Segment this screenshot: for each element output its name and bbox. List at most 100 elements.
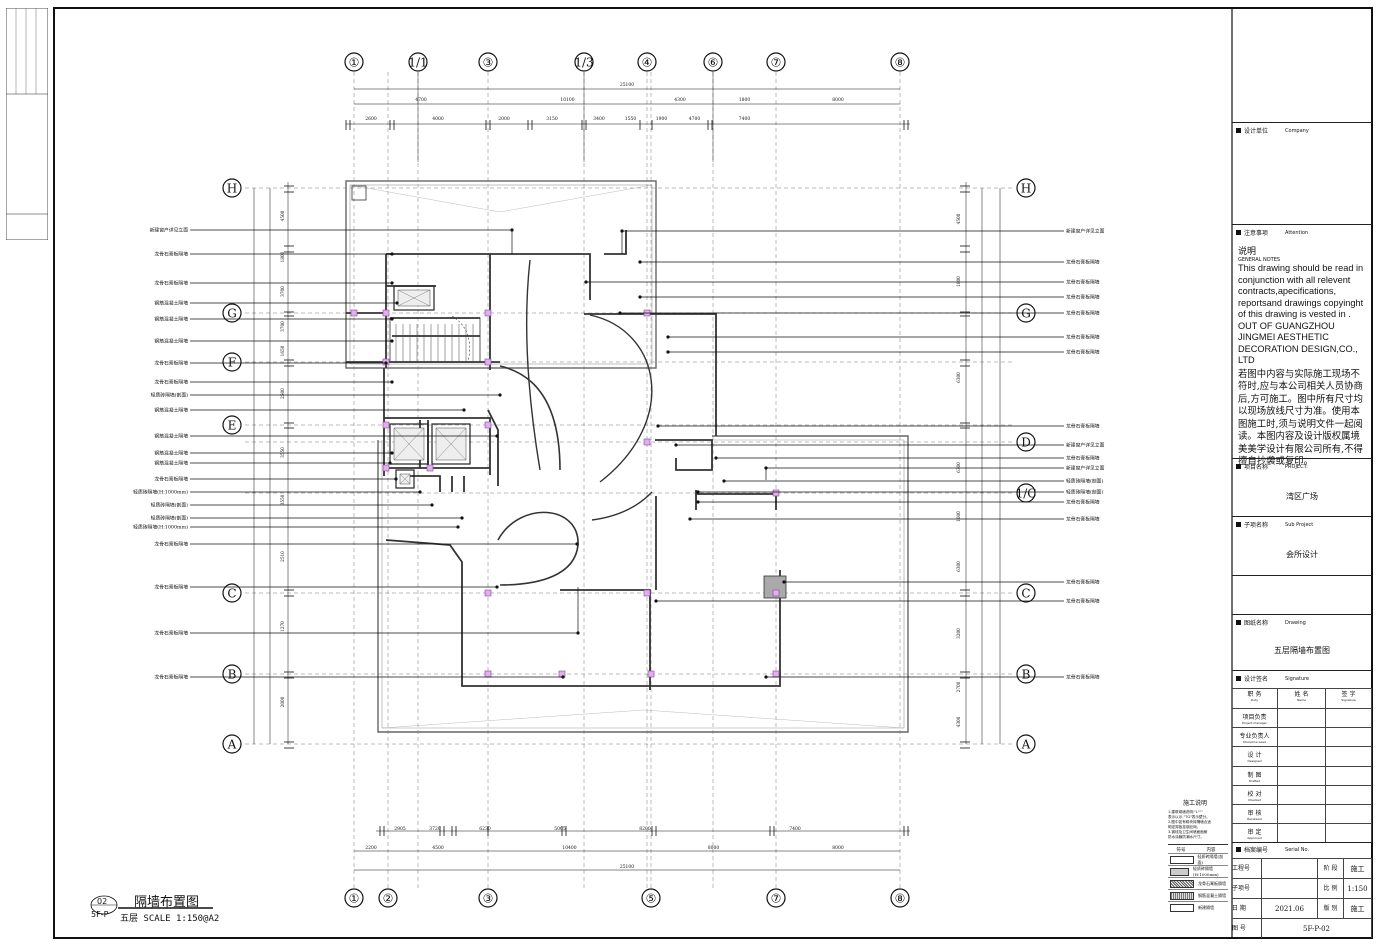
construction-note-line: 防水涂膜防潮水尺寸。 [1168, 835, 1204, 839]
dim-right: 6300 [956, 372, 961, 383]
legend-label: 龙骨石膏板隔墙 [1198, 880, 1226, 886]
subproject-value: 会所设计 [1286, 550, 1318, 559]
row-bubble-left-3: E [228, 419, 237, 433]
column-bubble-top-6: ⑦ [771, 56, 782, 70]
diag [349, 184, 501, 213]
elevator-cross [393, 427, 425, 461]
column-bubble-top-5-circle [703, 52, 723, 72]
curved-wall [497, 511, 579, 586]
row-bubble-left-0-circle [222, 178, 242, 198]
staircase [389, 317, 481, 363]
column-bubble-bottom-2-circle [478, 888, 498, 908]
structural-column [643, 438, 651, 446]
left-revision-strip [5, 7, 49, 241]
legend-block: 施工说明 1.建筑砌墙说明:"L"""表示以示,"TG"表示壁分。2.图中如有砌… [1168, 798, 1228, 913]
row-bubble-right-2-circle [1016, 432, 1036, 452]
leader-dot [674, 443, 678, 447]
row-bubble-left-1: G [227, 307, 237, 321]
column-bubble-top-4-circle [637, 52, 657, 72]
sig-signature-cell [1326, 823, 1372, 843]
column-bubble-top-7: ⑧ [895, 56, 906, 70]
row-bubble-right-4-circle [1016, 583, 1036, 603]
leader-dot [561, 675, 565, 679]
legend-swatch [1170, 867, 1189, 876]
dim-bottom-row2: 8000 [832, 845, 844, 851]
construction-notes: 1.建筑砌墙说明:"L"""表示以示,"TG"表示壁分。2.图中如有砌块砖隔墙合… [1168, 810, 1228, 840]
info-label: 工程号 [1232, 858, 1262, 878]
leader-dot [722, 479, 726, 483]
dim-top-row3: 4000 [432, 116, 444, 122]
label-right-13: 龙骨石膏板隔墙 [1066, 499, 1100, 506]
sig-header-label: 签 字 [1341, 691, 1356, 698]
dim-left: 1800 [280, 251, 285, 262]
legend-label: 钢筋混凝土隔墙 [1198, 892, 1226, 898]
leader-dot [638, 260, 642, 264]
row-bubble-right-0: H [1021, 182, 1031, 196]
label-left-1: 龙骨石膏板隔墙 [154, 251, 188, 258]
dim-top-row3: 4700 [689, 116, 701, 122]
dim-left: 3550 [280, 447, 285, 458]
curved-wall [591, 491, 653, 521]
column-bubble-top-2: ③ [483, 56, 494, 70]
podium-outline-inner [381, 439, 905, 729]
structural-column [350, 309, 358, 317]
drawing-subtitle: 五层 SCALE 1:150@A2 [120, 914, 220, 924]
row-bubble-left-4: C [227, 587, 236, 601]
label-left-10: 钢筋混凝土隔墙 [154, 433, 188, 440]
row-bubble-right-3: 1/C [1016, 487, 1037, 501]
column-bubble-top-1-circle [408, 52, 428, 72]
dim-bottom-row1: 2905 [394, 826, 406, 832]
label-left-15: 轻质砖隔墙(剖面) [151, 502, 188, 509]
structural-column [484, 309, 492, 317]
column-bubble-top-6-circle [766, 52, 786, 72]
row-bubble-left-0: H [227, 182, 237, 196]
leader-dot [696, 490, 700, 494]
label-left-17: 轻质砖隔墙(H:1000mm) [133, 524, 188, 531]
dim-top-row2: 8000 [832, 97, 844, 103]
legend-swatch [1170, 855, 1194, 864]
core-outline [345, 180, 657, 369]
column-bubble-top-0-circle [344, 52, 364, 72]
sig-header-label: 职 务 [1247, 691, 1262, 698]
row-bubble-left-2: F [228, 356, 236, 370]
leader-dot [638, 295, 642, 299]
label-right-12: 轻质砖隔墙(剖面) [1066, 489, 1103, 496]
row-bubble-left-1-circle [222, 303, 242, 323]
label-right-15: 龙骨石膏板隔墙 [1066, 579, 1100, 586]
label-right-3: 龙骨石膏板隔墙 [1066, 294, 1100, 301]
dim-left: 1270 [280, 621, 285, 632]
leader-dot [584, 280, 588, 284]
info-value: 1:150 [1344, 878, 1372, 898]
dim-top-row2: 1800 [739, 97, 751, 103]
label-right-11: 轻质砖隔墙(剖面) [1066, 478, 1103, 485]
sig-name-cell [1278, 727, 1326, 747]
leader-dot [510, 228, 514, 232]
partition-wall [490, 253, 591, 300]
drawing-name-value: 五层隔墙布置图 [1274, 646, 1330, 655]
structural-column [484, 358, 492, 366]
sig-header-label-en: Name [1297, 698, 1306, 702]
partition-wall [384, 417, 491, 475]
dim-top-row3: 2600 [365, 116, 377, 122]
column-bubble-bottom-2: ③ [483, 892, 494, 906]
partition-wall [604, 230, 627, 255]
dim-right: 4500 [956, 213, 961, 224]
leader-dot [395, 301, 399, 305]
dim-top-row3: 7400 [739, 116, 751, 122]
dim-bottom-total: 25100 [620, 864, 634, 870]
stair-arc [451, 315, 470, 363]
label-right-5: 龙骨石膏板隔墙 [1066, 334, 1100, 341]
row-bubble-left-6: A [227, 738, 237, 752]
leader-dot [666, 335, 670, 339]
sig-role-en: Reviewed [1247, 817, 1262, 821]
sig-role-en: Project manager [1242, 721, 1267, 725]
info-label: 子项号 [1232, 878, 1262, 898]
label-left-8: 轻质砖隔墙(剖面) [151, 392, 188, 399]
leader-dot [498, 393, 502, 397]
column-bubble-top-1: 1/1 [408, 56, 427, 70]
